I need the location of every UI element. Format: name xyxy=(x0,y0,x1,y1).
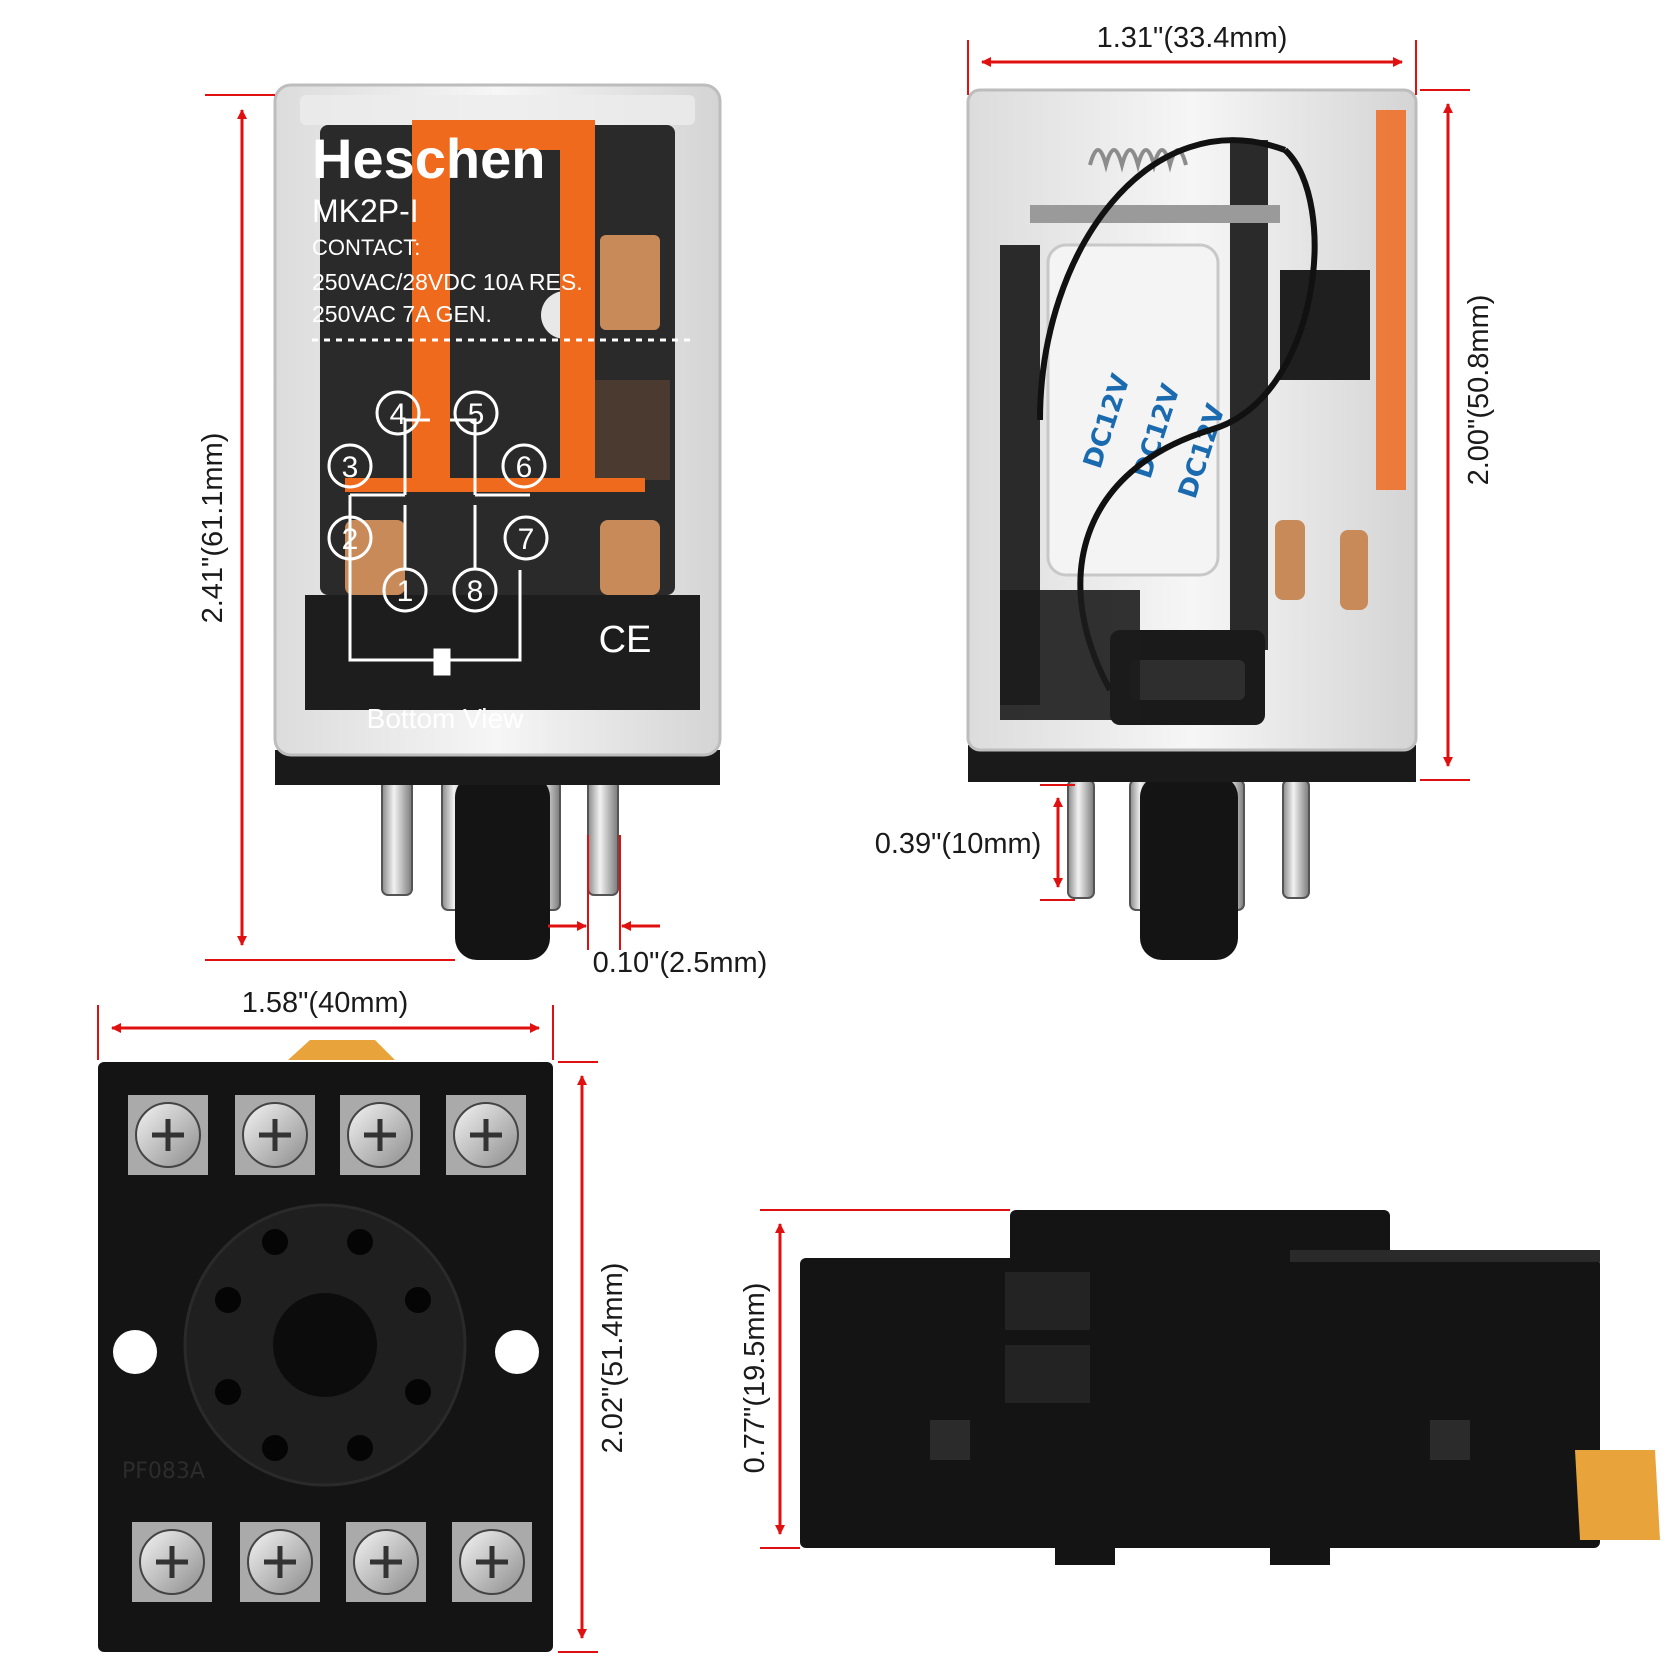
relay-pin-length-dimension: 0.39"(10mm) xyxy=(875,784,1075,901)
relay-rating-2: 250VAC 7A GEN. xyxy=(312,301,492,327)
relay-side-width-dimension: 1.31"(33.4mm) xyxy=(967,22,1417,95)
relay-model: MK2P-I xyxy=(312,193,419,229)
relay-side-height-label: 2.00"(50.8mm) xyxy=(1463,295,1495,486)
relay-rating-1: 250VAC/28VDC 10A RES. xyxy=(312,269,583,295)
svg-text:3: 3 xyxy=(342,451,359,484)
relay-pin-width-dimension: 0.10"(2.5mm) xyxy=(548,835,767,979)
svg-text:7: 7 xyxy=(518,523,535,556)
relay-side-height-dimension: 2.00"(50.8mm) xyxy=(1420,89,1495,781)
svg-text:5: 5 xyxy=(468,398,485,431)
ce-mark: CE xyxy=(599,619,652,661)
svg-text:1: 1 xyxy=(397,575,414,608)
relay-front-view: Heschen MK2P-I CONTACT: 250VAC/28VDC 10A… xyxy=(197,83,767,979)
relay-height-label: 2.41"(61.1mm) xyxy=(197,433,229,624)
relay-side-pins xyxy=(1067,775,1310,960)
socket-side-view: 0.77"(19.5mm) xyxy=(739,1209,1660,1565)
socket-side-height-label: 0.77"(19.5mm) xyxy=(739,1283,771,1474)
relay-coil xyxy=(1046,243,1220,577)
socket-top-height-dimension: 2.02"(51.4mm) xyxy=(558,1061,629,1653)
socket-top-view: PF083A 1.58"(40mm) 2.0 xyxy=(97,987,629,1653)
socket-height-label: 2.02"(51.4mm) xyxy=(597,1263,629,1454)
relay-contact-label: CONTACT: xyxy=(312,235,420,260)
svg-text:2: 2 xyxy=(342,523,359,556)
relay-pin-length-label: 0.39"(10mm) xyxy=(875,828,1042,860)
svg-text:4: 4 xyxy=(390,398,407,431)
bottom-view-label: Bottom View xyxy=(367,703,524,734)
relay-side-view: DC12V DC12V DC12V 1.31"(33.4mm) xyxy=(875,22,1495,960)
socket-model-mark: PF083A xyxy=(122,1459,205,1484)
relay-pin-width-label: 0.10"(2.5mm) xyxy=(593,947,768,979)
relay-pin-numbers: 4 5 3 6 2 7 1 8 xyxy=(327,390,549,613)
socket-top-width-dimension: 1.58"(40mm) xyxy=(97,987,554,1060)
socket-top-terminals-upper xyxy=(128,1095,526,1175)
svg-text:6: 6 xyxy=(516,451,533,484)
relay-front-pins xyxy=(381,775,619,960)
relay-front-height-dimension: 2.41"(61.1mm) xyxy=(197,94,455,961)
relay-brand: Heschen xyxy=(312,127,545,190)
relay-side-width-label: 1.31"(33.4mm) xyxy=(1097,22,1288,54)
relay-pin-diagram xyxy=(348,418,530,676)
socket-width-label: 1.58"(40mm) xyxy=(242,987,409,1019)
socket-top-terminals-lower xyxy=(132,1522,532,1602)
svg-text:8: 8 xyxy=(467,575,484,608)
socket-side-body xyxy=(800,1258,1600,1548)
socket-side-height-dimension: 0.77"(19.5mm) xyxy=(739,1209,1010,1549)
